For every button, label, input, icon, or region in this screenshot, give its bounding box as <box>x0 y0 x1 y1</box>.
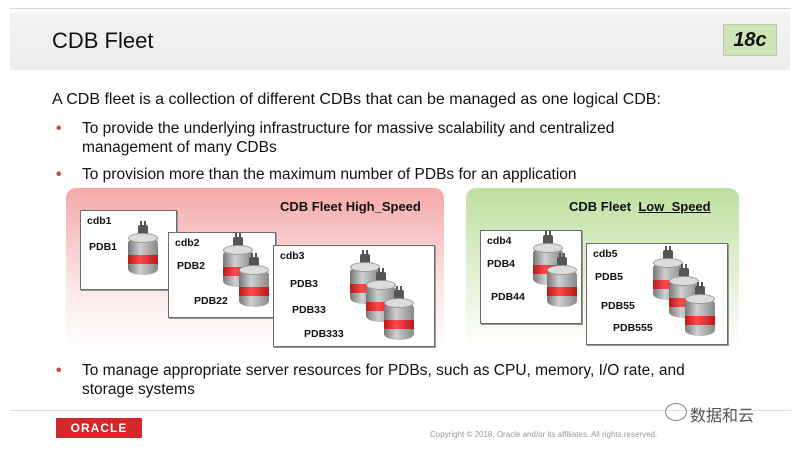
database-icon <box>653 246 683 300</box>
watermark: 数据和云 <box>690 408 755 425</box>
bullet-resources: • To manage appropriate server resources… <box>56 362 685 398</box>
cdb-box-cdb2: cdb2 PDB2 PDB22 <box>168 232 276 318</box>
database-icon <box>384 286 414 340</box>
database-icon <box>685 282 715 336</box>
cdb-box-cdb4: cdb4 PDB4 PDB44 <box>480 230 582 324</box>
footer-divider <box>10 410 791 411</box>
wechat-icon <box>665 403 687 421</box>
database-icon <box>239 253 269 307</box>
top-border <box>10 8 791 9</box>
bullet-dot: • <box>56 166 62 183</box>
fleet-high-speed-title: CDB Fleet High_Speed <box>280 199 421 214</box>
bullet-scalability: • To provide the underlying infrastructu… <box>56 120 615 156</box>
bullet-dot: • <box>56 120 62 137</box>
lead-text: A CDB fleet is a collection of different… <box>52 91 661 108</box>
bullet-provision: • To provision more than the maximum num… <box>56 166 577 183</box>
title-bar <box>10 12 790 70</box>
bullet-dot: • <box>56 362 62 379</box>
fleet-low-speed-title: CDB Fleet Low_Speed <box>569 199 711 214</box>
cdb-box-cdb1: cdb1 PDB1 <box>80 210 177 290</box>
page-title: CDB Fleet <box>52 28 154 53</box>
database-icon <box>128 221 158 275</box>
cdb-box-cdb3: cdb3 PDB3 PDB33 PDB333 <box>273 245 435 347</box>
copyright: Copyright © 2018, Oracle and/or its affi… <box>430 430 658 439</box>
version-badge: 18c <box>723 24 777 56</box>
database-icon <box>547 253 577 307</box>
oracle-logo: ORACLE <box>56 418 142 438</box>
cdb-box-cdb5: cdb5 PDB5 PDB55 PDB555 <box>586 243 728 345</box>
